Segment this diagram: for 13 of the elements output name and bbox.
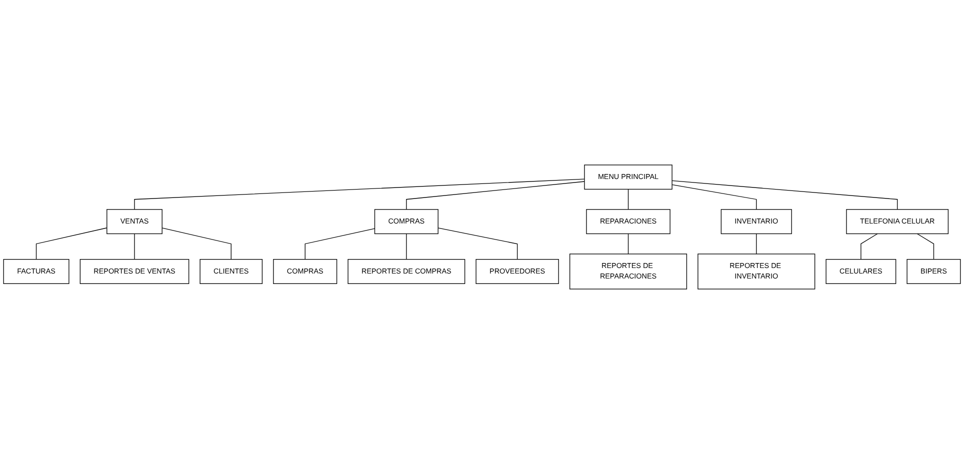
connector bbox=[134, 233, 135, 260]
connector bbox=[628, 233, 629, 254]
connector bbox=[406, 233, 407, 260]
connector bbox=[438, 228, 518, 260]
connector bbox=[304, 228, 376, 260]
connector bbox=[162, 228, 232, 260]
connector bbox=[406, 181, 585, 210]
connector bbox=[672, 184, 757, 210]
connector bbox=[628, 188, 629, 210]
connector bbox=[134, 178, 585, 210]
connector bbox=[672, 180, 898, 210]
connector bbox=[756, 233, 757, 254]
connector bbox=[36, 228, 108, 260]
